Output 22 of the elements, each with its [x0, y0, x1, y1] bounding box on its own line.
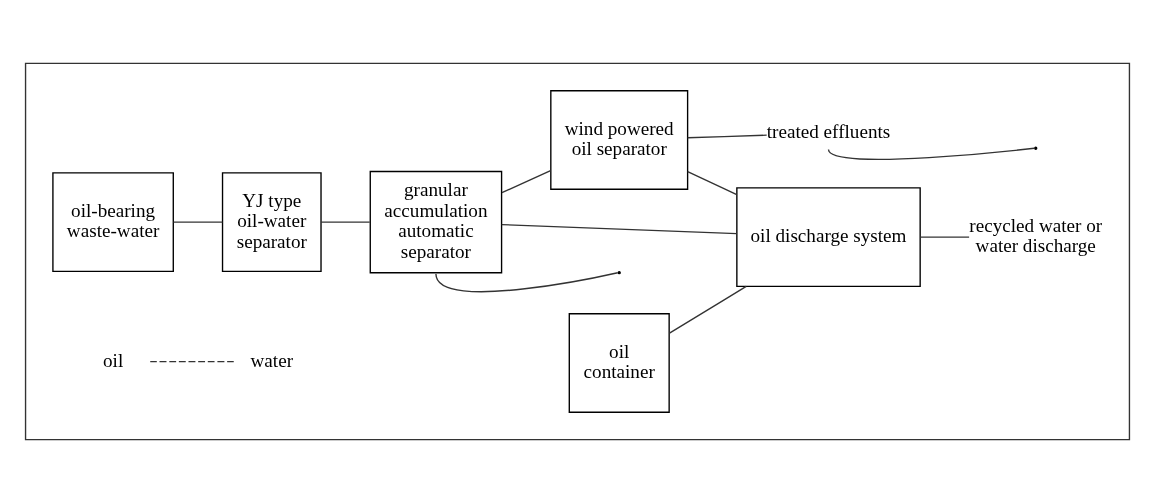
node-box: oil container: [568, 313, 670, 413]
connector: [686, 170, 738, 196]
node-box: wind powered oil separator: [550, 90, 689, 190]
node-box: YJ type oil-water separator: [221, 172, 322, 272]
connector: [686, 134, 768, 139]
connector: [919, 236, 970, 238]
cluster: [24, 62, 1131, 441]
node-box: oil discharge system: [736, 187, 921, 288]
connector: [320, 221, 371, 223]
node-text: recycled water or water discharge: [969, 214, 1103, 257]
connector: [149, 360, 236, 363]
connector: [827, 147, 1035, 161]
connector: [172, 221, 224, 223]
connector: [435, 272, 619, 293]
node-text: treated effluents: [766, 121, 891, 143]
node-box: granular accumulation automatic separator: [369, 170, 503, 274]
node-text: oil: [102, 349, 124, 371]
connector: [501, 169, 552, 194]
connector: [668, 285, 747, 334]
node-box: oil-bearing waste-water: [52, 172, 174, 272]
node-text: water: [250, 349, 294, 371]
connector: [500, 223, 738, 235]
